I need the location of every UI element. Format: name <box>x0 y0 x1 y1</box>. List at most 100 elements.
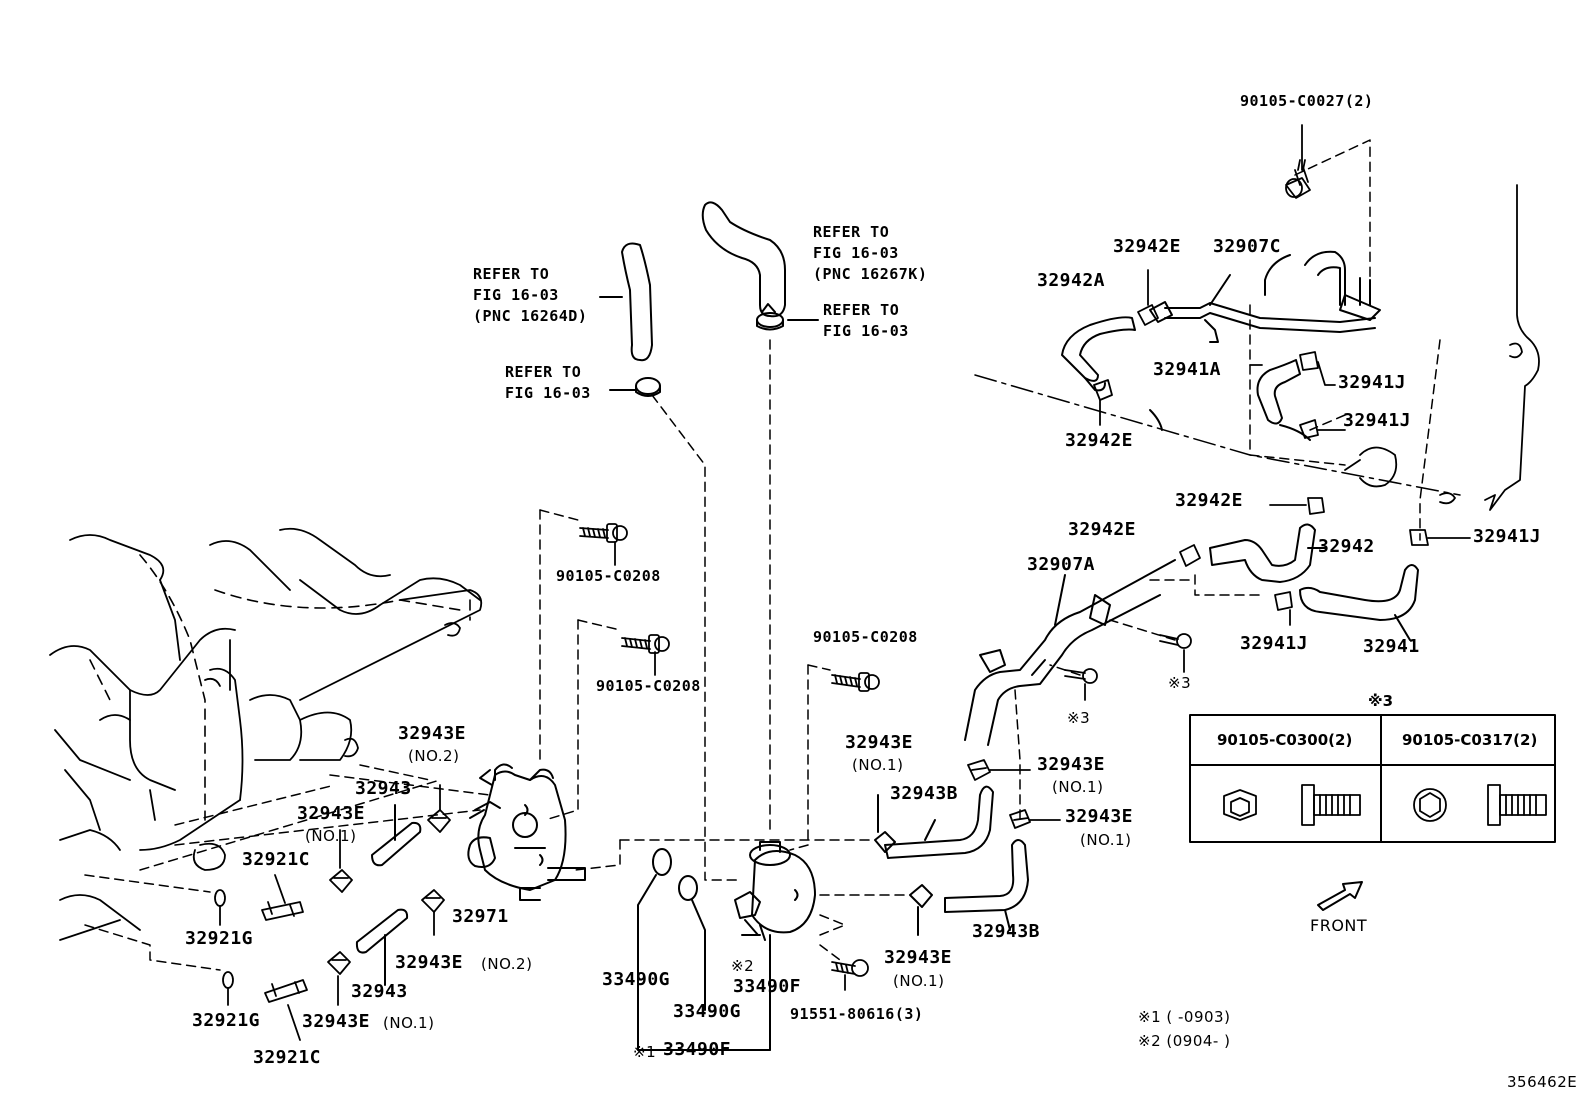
front-label: FRONT <box>1310 916 1368 935</box>
part-label: 90105-C0027(2) <box>1240 92 1374 110</box>
part-label: 32921C <box>253 1047 322 1068</box>
part-label: 91551-80616(3) <box>790 1005 924 1023</box>
part-label: 32942E <box>1113 236 1182 257</box>
part-label: 90105-C0208 <box>596 677 701 695</box>
part-sublabel: (NO.1) <box>852 756 904 774</box>
date-note-1: ※1 ( -0903) <box>1138 1008 1231 1026</box>
hose-32942 <box>1209 523 1326 583</box>
part-label: 32971 <box>452 906 509 927</box>
o-ring-33490G-b <box>678 875 706 1011</box>
hose-32943-a <box>371 804 422 867</box>
union-32921C-b <box>264 979 308 1041</box>
part-label: 32943 <box>351 981 408 1002</box>
engine-block-dashed <box>89 554 471 821</box>
part-label: 32943E <box>884 947 953 968</box>
part-label: 33490G <box>673 1001 742 1022</box>
mark-label: ※1 <box>633 1043 657 1061</box>
clamps-top-right <box>1093 269 1398 488</box>
mark-label: ※2 <box>731 957 755 975</box>
clamps-right <box>1179 497 1471 626</box>
part-label: 32942E <box>1175 490 1244 511</box>
fastener-table <box>1189 714 1556 843</box>
bolt-90105-C0208-a <box>579 523 628 566</box>
part-label: 32942E <box>1068 519 1137 540</box>
union-32921C-a <box>261 874 304 921</box>
part-label: 90105-C0208 <box>556 567 661 585</box>
part-label: 32943B <box>972 921 1041 942</box>
table-col2-label: 90105-C0317(2) <box>1402 731 1538 749</box>
part-label: 33490G <box>602 969 671 990</box>
part-label: 32941J <box>1240 633 1309 654</box>
part-label: 32942E <box>1065 430 1134 451</box>
part-label: 32941J <box>1473 526 1542 547</box>
body-line-dashdot <box>974 374 1461 496</box>
bolt-90105-C0208-c <box>831 672 880 692</box>
part-label: 33490F <box>663 1039 732 1060</box>
body-panel-right <box>1439 184 1540 511</box>
part-label: 32921C <box>242 849 311 870</box>
part-label: 32941J <box>1338 372 1407 393</box>
hose-refer-1 <box>599 242 653 362</box>
vacuum-pump-32971 <box>467 763 586 901</box>
part-label: 32943 <box>355 778 412 799</box>
clamp-refer-2 <box>609 377 661 397</box>
hose-32941 <box>1299 564 1419 641</box>
part-sublabel: (NO.1) <box>1052 778 1104 796</box>
part-label: 32943E <box>302 1011 371 1032</box>
table-icons <box>1223 784 1547 826</box>
hose-32941A <box>1256 359 1311 441</box>
bolt-mark3-b <box>1159 633 1192 673</box>
date-note-2: ※2 (0904- ) <box>1138 1032 1231 1050</box>
bolt-90105-C0027 <box>1285 124 1311 199</box>
part-label: 32921G <box>185 928 254 949</box>
figure-id: 356462E <box>1507 1073 1578 1091</box>
pipe-32907C <box>1149 250 1381 343</box>
hose-refer-3 <box>701 201 786 318</box>
bolt-91551 <box>831 959 869 991</box>
part-label: 32941A <box>1153 359 1222 380</box>
part-label: 32941J <box>1343 410 1412 431</box>
part-label: 32943E <box>845 732 914 753</box>
part-sublabel: (NO.1) <box>1080 831 1132 849</box>
bracket-33490F <box>637 934 771 1051</box>
o-ring-33490G-a <box>637 848 672 1041</box>
front-arrow-icon <box>1317 881 1363 911</box>
hose-32943B-a <box>874 785 994 859</box>
part-label: 32943B <box>890 783 959 804</box>
mark-label: ※3 <box>1168 674 1192 692</box>
part-label: 33490F <box>733 976 802 997</box>
part-label: 32943E <box>1037 754 1106 775</box>
part-label: 32943E <box>395 952 464 973</box>
part-sublabel: (NO.1) <box>383 1014 435 1032</box>
bolt-mark3-a <box>1064 668 1098 701</box>
washer-32921G <box>214 889 234 1006</box>
part-label: 32943E <box>398 723 467 744</box>
hose-32943B-b <box>909 839 1029 936</box>
part-label: 32942 <box>1318 536 1375 557</box>
vacuum-pump-33490F <box>734 841 816 941</box>
clamps-left <box>327 784 451 1006</box>
table-header-mark: ※3 <box>1368 692 1394 710</box>
pipe-32907A <box>964 559 1176 746</box>
clamps-center <box>967 759 1061 829</box>
part-sublabel: (NO.1) <box>305 827 357 845</box>
part-label: 32907C <box>1213 236 1282 257</box>
part-sublabel: (NO.2) <box>481 955 533 973</box>
part-label: 32943E <box>1065 806 1134 827</box>
part-label: 32921G <box>192 1010 261 1031</box>
part-sublabel: (NO.2) <box>408 747 460 765</box>
hose-32942A <box>1061 316 1163 431</box>
mark-label: ※3 <box>1067 709 1091 727</box>
engine-block-outline <box>49 527 483 941</box>
part-label: 32907A <box>1027 554 1096 575</box>
hose-32943-b <box>355 908 409 986</box>
bolt-90105-C0208-b <box>621 634 670 676</box>
part-label: 90105-C0208 <box>813 628 918 646</box>
part-label: 32942A <box>1037 270 1106 291</box>
